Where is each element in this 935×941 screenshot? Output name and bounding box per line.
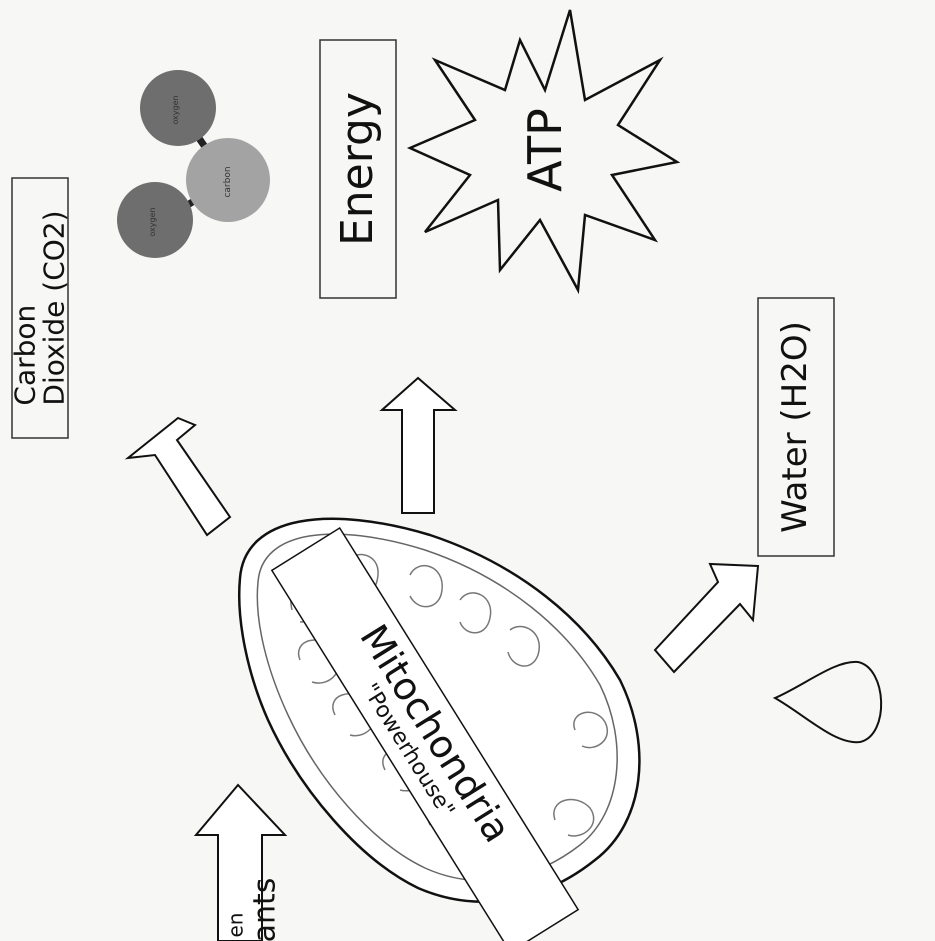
partial-label-left-2: ants [247, 877, 283, 941]
crista [553, 798, 595, 837]
carbon-dioxide-box [11, 177, 69, 439]
crista [573, 711, 608, 749]
water-drop-icon [772, 660, 883, 744]
carbon-label: carbon [223, 166, 233, 197]
oxygen-left-label: oxygen [148, 207, 157, 236]
co2-molecule: oxygen carbon oxygen [117, 70, 270, 258]
crista [459, 592, 492, 634]
partial-label-left-1: en [223, 912, 248, 938]
carbon-dioxide-line1: Carbon [8, 304, 42, 406]
arrow-from-left [193, 783, 288, 941]
arrow-to-water [653, 562, 760, 674]
oxygen-atom-left [117, 182, 193, 258]
mitochondrion [238, 517, 641, 941]
oxygen-atom-top [140, 70, 216, 146]
crista [409, 565, 443, 608]
atp-starburst [406, 9, 681, 295]
water-label: Water (H2O) [775, 321, 816, 533]
arrow-to-co2 [124, 416, 232, 537]
carbon-dioxide-line2: Dioxide (CO2) [38, 210, 71, 406]
arrow-to-energy [379, 376, 458, 514]
oxygen-top-label: oxygen [171, 95, 180, 124]
carbon-atom [186, 138, 270, 222]
carbon-dioxide-label: Carbon Dioxide (CO2) [8, 210, 71, 406]
water-box [757, 297, 835, 557]
energy-label: Energy [331, 91, 383, 247]
mitochondrion-inner-membrane [256, 533, 618, 882]
atp-label: ATP [517, 108, 572, 192]
crista [507, 625, 541, 667]
energy-box [319, 39, 397, 299]
mitochondria-label-box [270, 526, 580, 941]
